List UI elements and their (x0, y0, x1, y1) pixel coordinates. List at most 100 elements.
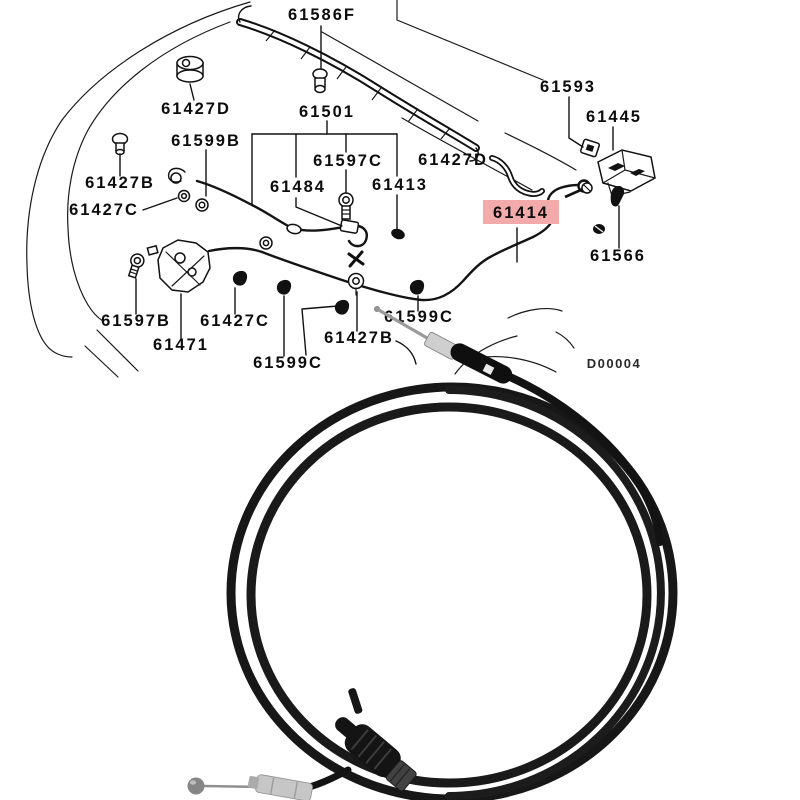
part-label-61427D-left: 61427D (161, 100, 231, 118)
ball-end (187, 777, 205, 795)
part-label-61427C-left: 61427C (69, 201, 139, 219)
part-label-61597C: 61597C (313, 152, 383, 170)
handle-loop (170, 172, 182, 184)
bushing-bottom (176, 69, 204, 83)
part-label-61427D-right: 61427D (418, 151, 488, 169)
part-label-61484: 61484 (270, 178, 326, 196)
cowl-corner-line (504, 132, 577, 171)
hatch (265, 29, 276, 42)
clip-window (585, 144, 595, 152)
handle-grommet-1-inner (180, 192, 188, 200)
pin-61566 (610, 185, 625, 207)
a-pillar-line (396, 0, 544, 81)
clip-base (314, 84, 326, 94)
cable-end-fitting (339, 219, 360, 234)
part-labels: 61586F 61427D 61501 61599B 61597C 61484 … (69, 6, 644, 372)
lower-release-cable (207, 179, 591, 302)
wheel-arch-line-1 (454, 335, 518, 375)
part-label-61445: 61445 (586, 108, 642, 126)
clip-61413 (391, 228, 405, 240)
ferrule-bands (269, 776, 299, 799)
bolt-shaft (127, 264, 140, 279)
grommet-body (344, 724, 401, 778)
hatch (371, 87, 382, 101)
highlight-box-61414 (483, 200, 559, 224)
screw-shaft (564, 187, 584, 199)
hatch (407, 109, 418, 123)
part-label-61427B-bottom: 61427B (324, 329, 394, 347)
latch-tab (146, 244, 159, 256)
part-label-61599C-bottom: 61599C (253, 354, 323, 372)
bushing-61427D (176, 55, 204, 83)
product-photo-cable (187, 306, 678, 800)
sill-line-2 (84, 345, 119, 378)
wheel-arch-line-3 (555, 331, 575, 349)
cable-clip-ring-inner (262, 239, 270, 247)
fender-outer-line (26, 1, 251, 358)
clip-61593 (579, 138, 601, 158)
part-label-61586F: 61586F (288, 6, 356, 24)
handle-hook (167, 167, 186, 183)
striker-notch-1 (608, 163, 625, 171)
screw-slot (583, 184, 591, 192)
leader-61599C-bl-2 (301, 305, 339, 356)
bracket-61501 (251, 120, 398, 231)
weatherstrip-end-hook-left (237, 5, 252, 23)
pushpin-61427B (111, 132, 129, 156)
upper-release-cable (167, 167, 368, 248)
bolt-head-inner (133, 256, 142, 265)
grommet-crimp (385, 760, 417, 792)
cross-clip (347, 250, 365, 268)
part-label-61413: 61413 (372, 176, 428, 194)
weatherstrip-band (236, 18, 480, 152)
cable-entry-run (506, 373, 664, 546)
grommet-61427B (347, 272, 365, 296)
wheel-arch-line-4 (507, 308, 563, 319)
latch-detail-2 (171, 255, 205, 287)
adjuster-body (450, 343, 513, 384)
clip-61599C-b (334, 299, 350, 315)
grommet-crimp-lines (389, 763, 411, 786)
bolt-shaft (341, 205, 351, 220)
grommet-tab (348, 688, 363, 714)
screw-61445 (564, 182, 593, 199)
upper-cable-path (195, 179, 368, 248)
handle-grommet-2-inner (198, 201, 206, 209)
lower-cable-path (207, 183, 580, 302)
cowl-line (401, 117, 533, 191)
lower-cable-end (187, 774, 313, 800)
leader-61593 (568, 96, 584, 148)
sill-line-1 (96, 329, 139, 372)
part-label-61593: 61593 (540, 78, 596, 96)
bracket-drop-2b (295, 197, 343, 227)
hatch (336, 66, 347, 80)
grommet-ring-inner (352, 277, 360, 285)
bolt-61597C (338, 192, 354, 220)
grommet-ribs (350, 729, 392, 770)
seal-strip-61427D (489, 155, 545, 198)
cable-loop-inner (246, 402, 652, 788)
bolt-threads (341, 209, 351, 215)
leader-61427C-left (142, 197, 178, 211)
upper-cable-end (374, 306, 513, 384)
firewall-grommet (335, 688, 417, 792)
weatherstrip-end-hook-right (469, 147, 479, 162)
hatch (440, 127, 451, 140)
cross-clip-arm (348, 250, 364, 268)
leader-lines (119, 25, 620, 365)
seal-strip-core (490, 156, 544, 196)
small-parts (111, 55, 656, 315)
bolt-threads (129, 268, 139, 275)
part-label-61427B-left: 61427B (85, 174, 155, 192)
clip-61599C-right (409, 279, 425, 295)
part-label-61414-highlighted: 61414 (493, 204, 549, 222)
part-label-61471: 61471 (153, 336, 209, 354)
cable-mid-fitting (286, 223, 302, 235)
leader-61427D-left (189, 83, 195, 101)
weatherstrip-hatching (265, 29, 451, 140)
latch-hole-1 (174, 252, 186, 264)
white-ferrule (255, 774, 313, 800)
inner-rod (375, 307, 436, 344)
